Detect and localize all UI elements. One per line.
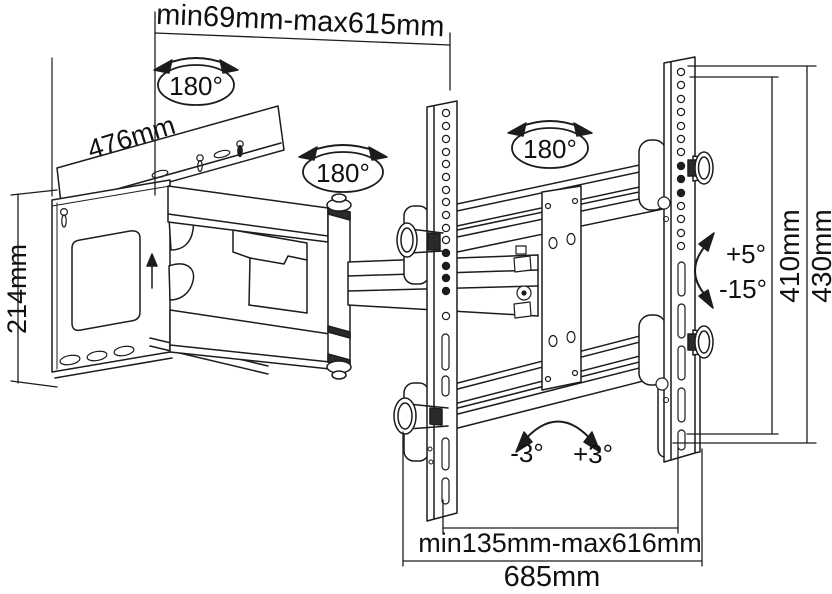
tilt-arrow-up-icon bbox=[698, 232, 715, 252]
rail-knob-lower bbox=[687, 325, 714, 359]
rotation-indicator-arm: 180° bbox=[298, 144, 388, 193]
dim-rail-total-width: 685mm bbox=[402, 431, 703, 593]
label-level-left: -3° bbox=[510, 438, 544, 468]
label-swivel-wall: 180° bbox=[169, 71, 223, 101]
label-tilt-down: -15° bbox=[719, 274, 767, 304]
rotation-indicator-wall: 180° bbox=[153, 57, 239, 106]
rotate-arrow-left-icon bbox=[153, 59, 173, 74]
rail-slots bbox=[441, 333, 450, 505]
plate-bottom-slots bbox=[59, 345, 135, 366]
label-bracket-inner-height: 410mm bbox=[774, 209, 805, 302]
tilt-indicator: +5° -15° bbox=[694, 232, 767, 309]
wall-plate-top-band bbox=[56, 105, 285, 213]
plate-cutout bbox=[71, 230, 141, 332]
label-wall-plate-height: 214mm bbox=[2, 244, 32, 334]
rotate-arrow-right-icon bbox=[219, 59, 239, 74]
rotate-arrow-right-icon bbox=[368, 146, 388, 161]
label-swivel-arm: 180° bbox=[316, 158, 370, 188]
dim-bracket-inner-height: 410mm bbox=[686, 76, 805, 435]
elbow-hinge bbox=[326, 193, 352, 380]
label-extension-range: min69mm-max615mm bbox=[156, 0, 446, 43]
dim-wall-plate-height: 214mm bbox=[2, 189, 58, 388]
rail-holes bbox=[441, 108, 451, 321]
level-indicator: -3° +3° bbox=[510, 420, 613, 469]
forearm-clamp bbox=[513, 245, 532, 319]
tv-plate-center bbox=[541, 185, 582, 391]
label-rail-width-range: min135mm-max616mm bbox=[418, 528, 702, 558]
wall-plate-assembly bbox=[51, 57, 285, 379]
level-arrow-right-icon bbox=[583, 431, 601, 453]
rail-knob-upper bbox=[687, 151, 714, 185]
arm-inner-plate bbox=[232, 229, 308, 314]
rail-knob-upper bbox=[396, 222, 444, 258]
dim-bracket-outer-height: 430mm bbox=[672, 65, 832, 444]
rail-knob-lower bbox=[393, 397, 449, 435]
rotate-arrow-right-icon bbox=[573, 122, 593, 137]
vesa-rail-right bbox=[638, 56, 714, 463]
rotate-arrow-left-icon bbox=[507, 122, 527, 137]
up-arrow-icon bbox=[146, 253, 158, 289]
level-arrow-left-icon bbox=[515, 431, 533, 453]
label-bracket-outer-height: 430mm bbox=[806, 209, 832, 302]
rotation-indicator-tv: 180° bbox=[507, 120, 593, 169]
plate-hook-lower bbox=[168, 263, 195, 301]
rotate-arrow-left-icon bbox=[298, 146, 318, 161]
label-level-right: +3° bbox=[573, 439, 613, 469]
label-swivel-tv: 180° bbox=[523, 134, 577, 164]
vesa-rail-middle bbox=[393, 100, 458, 522]
rail-slots bbox=[677, 261, 686, 451]
label-rail-total-width: 685mm bbox=[504, 561, 601, 593]
label-tilt-up: +5° bbox=[726, 239, 766, 269]
rail-holes bbox=[676, 67, 686, 251]
tilt-arrow-down-icon bbox=[698, 289, 714, 309]
dim-rail-width-range: min135mm-max616mm bbox=[418, 447, 702, 558]
